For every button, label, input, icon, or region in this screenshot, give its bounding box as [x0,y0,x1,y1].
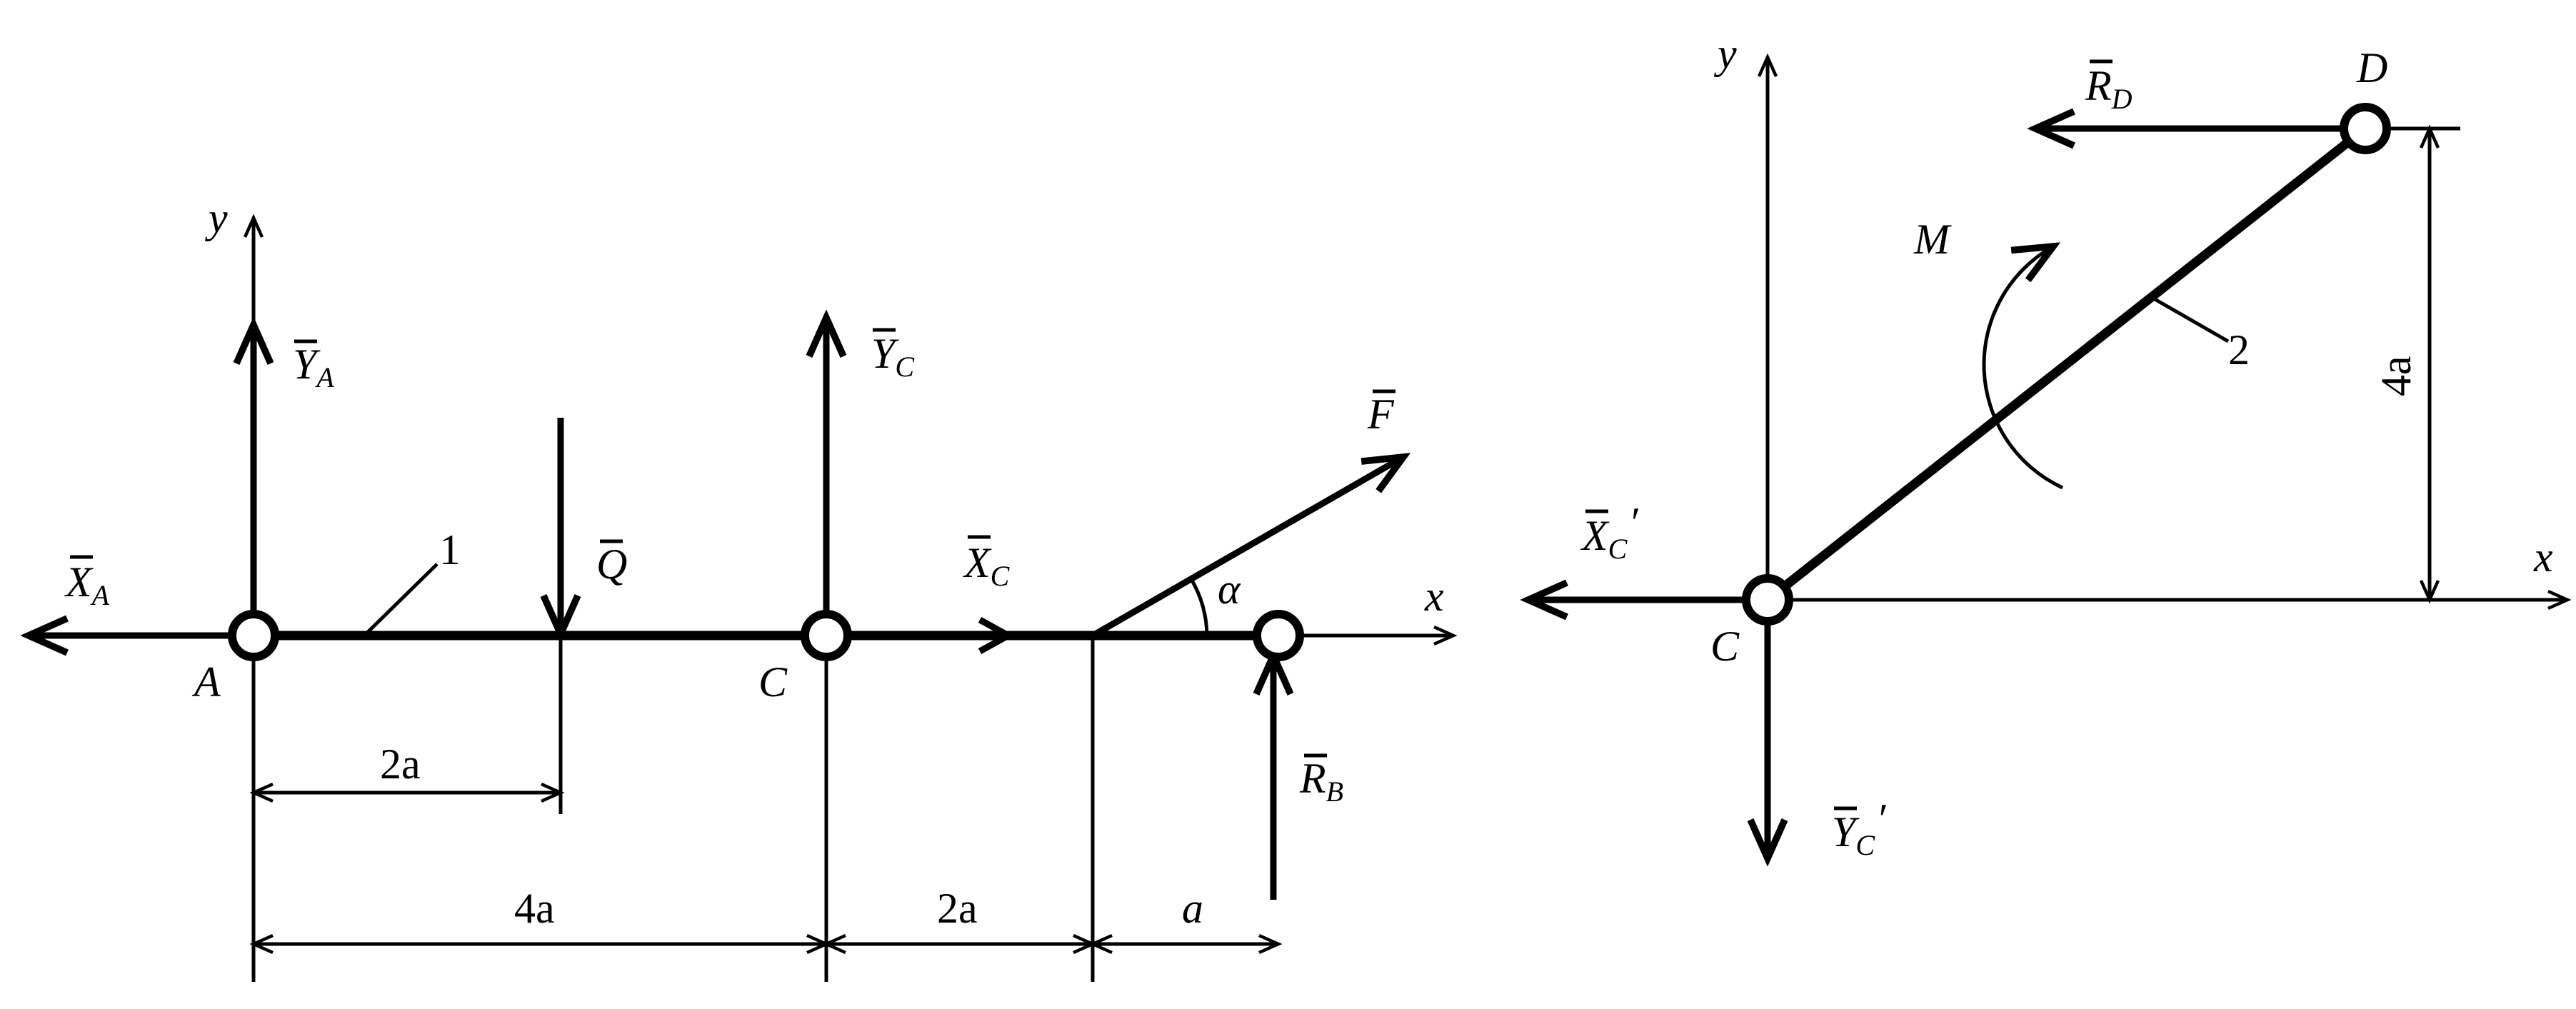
force-RB-label: RB [1299,755,1343,808]
force-RD-label: RD [2085,62,2133,115]
hinge-D [2340,103,2391,154]
dim-A-Q-label: 2a [380,741,421,788]
point-D-label: D [2356,44,2387,91]
force-F-arrow [1091,457,1403,638]
hinge-A [228,610,279,661]
force-YA-label: YA [293,341,334,393]
rod-2 [1764,124,2369,604]
force-XC-arrowhead [978,617,1016,654]
point-C-label-right: C [1710,623,1740,670]
moment-M-arc [1982,246,2064,490]
force-XC-prime-label: XC′ [1580,499,1638,565]
force-XC-label: XC [963,539,1011,592]
dim-height-label: 4a [2372,356,2420,396]
right-x-axis-label: x [2533,533,2553,581]
force-YC-label: YC [871,330,915,383]
point-C-label-left: C [758,658,788,706]
dim-A-C-label: 4a [514,885,555,932]
force-XA-label: XA [64,558,110,611]
left-y-axis-label: y [204,194,228,241]
hinge-C-left [801,610,852,661]
force-F-label: F [1367,391,1395,438]
rod-2-leader [2150,295,2230,343]
force-YC-prime-label: YC′ [1832,795,1886,861]
right-diagram: y x 2 M RD D 4a XC′ YC′ C [1528,30,2572,861]
beam-1-number: 1 [439,526,461,573]
force-Q-label: Q [596,541,627,588]
moment-M-label: M [1913,216,1952,263]
left-x-axis-label: x [1424,573,1444,620]
support-B [1253,610,1304,661]
dim-C-F-label: 2a [937,885,978,932]
rod-2-number: 2 [2228,326,2250,373]
angle-alpha-arc [1189,578,1209,636]
hinge-C-right [1742,574,1793,626]
point-A-label: A [191,658,221,706]
dim-F-B-label: a [1182,885,1203,932]
angle-alpha-label: α [1218,566,1241,613]
left-diagram: y x 1 XA YA Q YC XC F α [29,194,1458,982]
beam-1-leader [363,563,438,637]
right-y-axis-label: y [1713,30,1737,77]
